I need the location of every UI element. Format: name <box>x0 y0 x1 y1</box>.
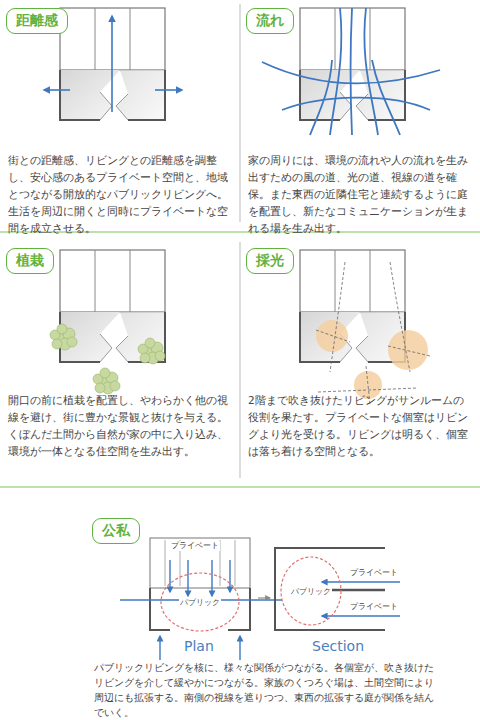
zone-oval: パブリック <box>280 556 342 626</box>
heading-text: 流れ <box>256 12 284 30</box>
heading-text: 公私 <box>102 522 130 540</box>
heading-text: 距離感 <box>16 12 58 30</box>
heading-text: 採光 <box>256 252 284 270</box>
heading-tag: 流れ <box>246 8 294 34</box>
zone-label: パブリック <box>290 586 332 597</box>
heading-tag: 距離感 <box>6 8 68 34</box>
heading-text: 植栽 <box>16 252 44 270</box>
zone-oval: パブリック <box>160 572 240 632</box>
view-label: Section <box>312 638 364 654</box>
room-label: プライベート <box>170 541 220 551</box>
description: 開口の前に植栽を配置し、やわらかく他の視線を避け、街に豊かな景観と抜けを与える。… <box>8 392 234 460</box>
description: 家の周りには、環境の流れや人の流れを生み出すための風の道、光の道、視線の道を確保… <box>248 152 474 237</box>
zone-label: パブリック <box>179 597 221 608</box>
heading-tag: 採光 <box>246 248 294 274</box>
description: 2階まで吹き抜けたリビングがサンルームの役割を果たす。プライベートな個室はリビン… <box>248 392 474 460</box>
view-label: Plan <box>184 638 214 654</box>
description: パブリックリビングを核に、様々な関係がつながる。各個室が、吹き抜けたリビングを介… <box>94 660 434 720</box>
room-label: プライベート <box>350 568 398 578</box>
description: 街との距離感、リビングとの距離感を調整し、安心感のあるプライベート空間と、地域と… <box>8 152 234 237</box>
heading-tag: 植栽 <box>6 248 54 274</box>
room-label: プライベート <box>350 602 398 612</box>
heading-tag: 公私 <box>92 518 140 544</box>
